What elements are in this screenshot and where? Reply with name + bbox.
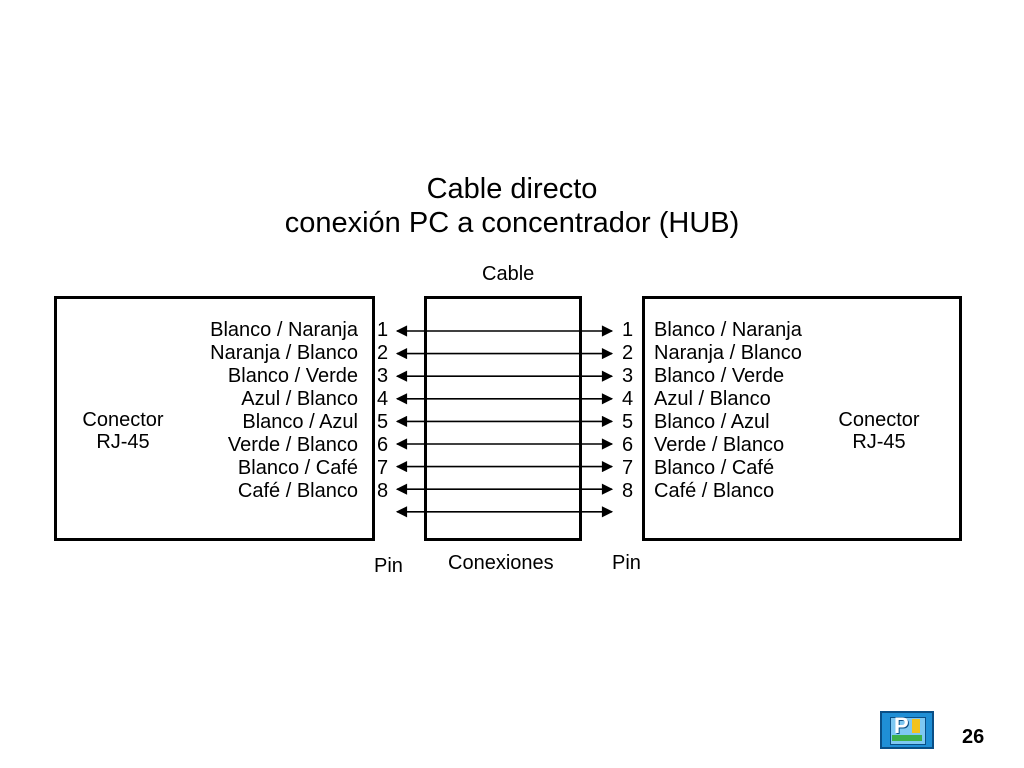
conexiones-label: Conexiones xyxy=(448,552,554,574)
left-pin-number: 7 xyxy=(377,457,389,479)
right-wire-color: Azul / Blanco xyxy=(654,388,771,410)
left-connector-line-2: RJ-45 xyxy=(96,431,150,453)
left-pin-number: 1 xyxy=(377,319,389,341)
right-wire-color: Café / Blanco xyxy=(654,480,775,502)
left-wire-color: Blanco / Azul xyxy=(242,411,358,433)
title-line-1: Cable directo xyxy=(426,173,598,205)
left-wire-color: Blanco / Naranja xyxy=(210,319,358,341)
right-pin-number: 5 xyxy=(622,411,634,433)
left-pin-number: 3 xyxy=(377,365,389,387)
left-wire-color: Naranja / Blanco xyxy=(210,342,358,364)
left-wire-color: Verde / Blanco xyxy=(227,434,358,456)
title-line-2: conexión PC a concentrador (HUB) xyxy=(284,207,740,239)
right-pin-number: 3 xyxy=(622,365,634,387)
left-pin-number: 2 xyxy=(377,342,389,364)
right-pin-number: 6 xyxy=(622,434,634,456)
right-wire-color: Blanco / Café xyxy=(654,457,775,479)
right-pin-number: 8 xyxy=(622,480,634,502)
right-pin-number: 7 xyxy=(622,457,634,479)
right-wire-color: Blanco / Naranja xyxy=(654,319,802,341)
right-pin-number: 4 xyxy=(622,388,634,410)
right-pin-number: 1 xyxy=(622,319,634,341)
left-wire-color: Azul / Blanco xyxy=(241,388,358,410)
left-connector-label: Conector RJ-45 xyxy=(70,409,176,453)
right-wire-color: Verde / Blanco xyxy=(654,434,785,456)
left-pin-number: 5 xyxy=(377,411,389,433)
page-number: 26 xyxy=(962,726,985,748)
right-connector-line-2: RJ-45 xyxy=(852,431,906,453)
left-pin-number: 6 xyxy=(377,434,389,456)
right-connector-line-1: Conector xyxy=(838,409,920,431)
left-connector-line-1: Conector xyxy=(82,409,164,431)
pin-label-right: Pin xyxy=(612,552,641,574)
right-connector-label: Conector RJ-45 xyxy=(826,409,932,453)
left-connector-box xyxy=(54,296,375,541)
left-wire-color: Blanco / Verde xyxy=(227,365,358,387)
left-wire-color: Café / Blanco xyxy=(237,480,358,502)
cable-label: Cable xyxy=(482,263,535,285)
pin-label-left: Pin xyxy=(374,555,403,577)
right-wire-color: Blanco / Verde xyxy=(654,365,785,387)
right-pin-number: 2 xyxy=(622,342,634,364)
left-wire-color: Blanco / Café xyxy=(237,457,358,479)
right-connector-box xyxy=(642,296,962,541)
right-wire-color: Naranja / Blanco xyxy=(654,342,802,364)
left-pin-number: 8 xyxy=(377,480,389,502)
left-pin-number: 4 xyxy=(377,388,389,410)
pj-logo-icon: P xyxy=(880,711,934,749)
right-wire-color: Blanco / Azul xyxy=(654,411,770,433)
